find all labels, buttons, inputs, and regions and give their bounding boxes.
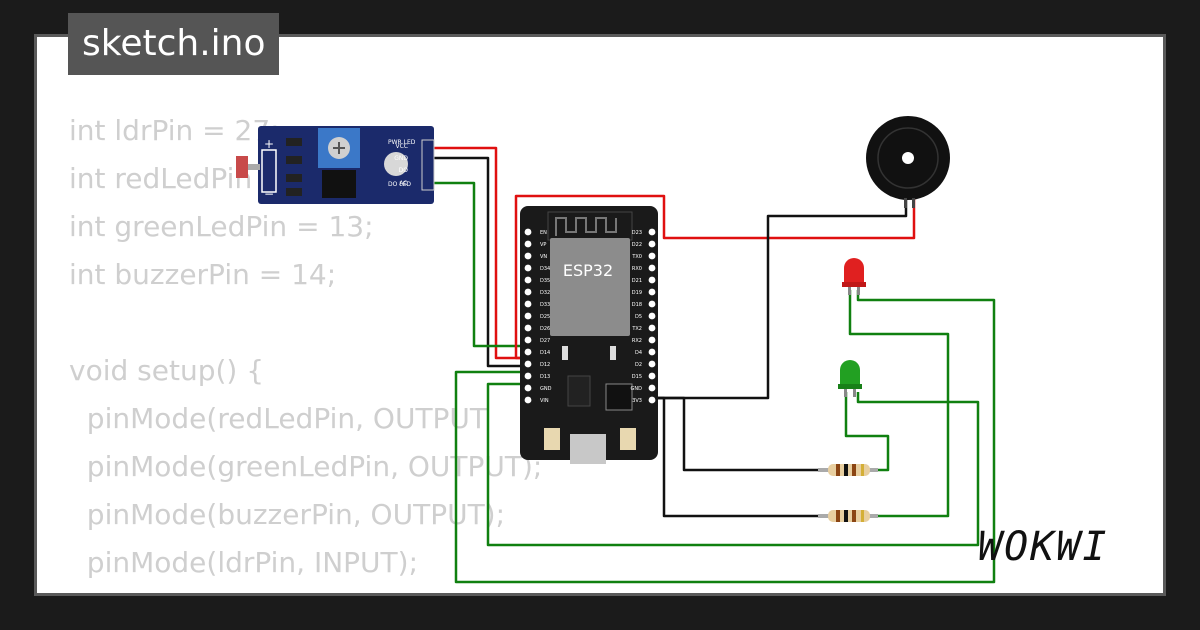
esp32-pin-label: 3V3: [632, 398, 642, 404]
esp32-pin-label: D27: [540, 338, 550, 344]
code-line: int greenLedPin = 13;: [69, 210, 374, 243]
code-line: void setup() {: [69, 354, 265, 387]
esp32-pin-label: D21: [632, 278, 642, 284]
esp32-pin-label: D32: [540, 290, 550, 296]
esp32-label: ESP32: [563, 261, 613, 280]
code-line: int redLedPin: [69, 162, 253, 195]
code-line: int buzzerPin = 14;: [69, 258, 337, 291]
esp32-pin-label: RX2: [632, 338, 642, 344]
ldr-power-marks: + −: [264, 137, 274, 201]
pin-label: AO: [399, 180, 408, 187]
wire-ldr-gnd: [433, 156, 524, 368]
esp32-pin-label: D18: [632, 302, 642, 308]
pin-label: VCC: [396, 143, 408, 150]
code-background: int ldrPin = 27; int redLedPin int greenLe…: [69, 107, 543, 593]
file-name-label: sketch.ino: [68, 13, 280, 75]
wokwi-logo: WOKWI: [978, 524, 1109, 570]
pin-label: GND: [394, 155, 408, 162]
esp32-pin-label: D15: [632, 374, 642, 380]
wire-ldr-ao: [433, 181, 524, 348]
red-led[interactable]: [842, 258, 866, 295]
wire-green-led: [486, 382, 980, 547]
esp32-pin-label: D5: [635, 314, 642, 320]
svg-text:−: −: [264, 187, 274, 201]
esp32-pin-label: D26: [540, 326, 550, 332]
code-line: pinMode(greenLedPin, OUTPUT);: [69, 450, 543, 483]
wire-gnd-res2: [650, 396, 818, 518]
photoresistor: [236, 156, 248, 178]
svg-text:+: +: [264, 137, 274, 151]
led-indicator: [384, 152, 408, 176]
esp32-pin-label: D22: [632, 242, 642, 248]
wire-green-led-res: [844, 392, 890, 472]
wire-buzzer-neg: [650, 198, 908, 400]
esp32-pin-label: GND: [631, 386, 643, 392]
esp32-pin-label: VIN: [540, 398, 549, 404]
buzzer[interactable]: [866, 116, 950, 208]
esp32-pin-label: D2: [635, 362, 642, 368]
wire-gnd-res1: [650, 396, 818, 472]
esp32-pin-label: TX0: [631, 254, 642, 260]
esp32-pin-label: VN: [540, 254, 547, 260]
esp32-pin-label: D33: [540, 302, 550, 308]
esp32-board[interactable]: [520, 206, 658, 464]
pin-label: DO: [399, 167, 409, 174]
esp32-pin-label: TX2: [631, 326, 642, 332]
module-label: DO LED: [388, 181, 411, 188]
esp32-pin-label: D35: [540, 278, 550, 284]
esp32-pin-holes: [524, 228, 656, 404]
esp32-pin-label: D34: [540, 266, 550, 272]
code-line: pinMode(redLedPin, OUTPUT: [69, 402, 488, 435]
esp32-pin-label: D12: [540, 362, 550, 368]
green-led[interactable]: [838, 360, 862, 397]
resistor-green-led[interactable]: [818, 464, 878, 476]
esp32-pin-label: D23: [632, 230, 642, 236]
esp32-pin-label: D14: [540, 350, 550, 356]
esp32-pin-label: D13: [540, 374, 550, 380]
simulation-canvas: int ldrPin = 27; int redLedPin int greenLe…: [34, 34, 1166, 596]
esp32-pin-label: EN: [540, 230, 547, 236]
wire-buzzer-pos: [514, 194, 916, 360]
esp32-pin-label: D19: [632, 290, 642, 296]
wire-ldr-vcc: [433, 146, 524, 360]
esp32-pin-label: VP: [540, 242, 546, 248]
code-line: pinMode(ldrPin, INPUT);: [69, 546, 419, 579]
esp32-pin-label: RX0: [632, 266, 642, 272]
esp32-pin-label: GND: [540, 386, 552, 392]
wire-red-led-res: [848, 290, 950, 518]
code-line: pinMode(buzzerPin, OUTPUT);: [69, 498, 506, 531]
esp32-pin-label: D25: [540, 314, 550, 320]
usb-port: [570, 434, 606, 464]
resistor-red-led[interactable]: [818, 510, 878, 522]
code-line: int ldrPin = 27;: [69, 114, 280, 147]
module-label: PWR LED: [388, 139, 416, 146]
ldr-module[interactable]: [236, 126, 435, 204]
esp32-pin-label: D4: [635, 350, 642, 356]
wire-red-led: [454, 290, 996, 584]
